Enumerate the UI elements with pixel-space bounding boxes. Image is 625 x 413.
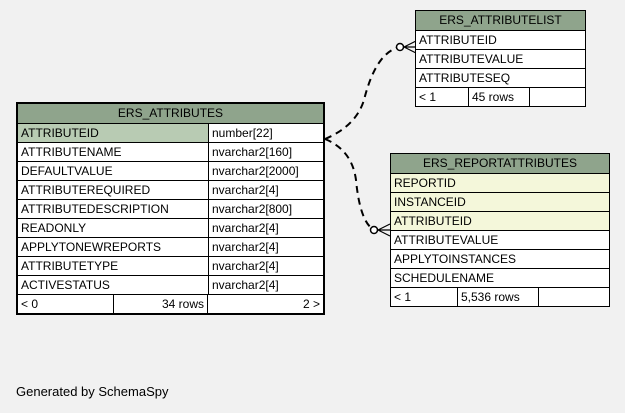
column-name: SCHEDULENAME — [391, 269, 609, 287]
table-title[interactable]: ERS_REPORTATTRIBUTES — [391, 154, 609, 173]
column-type: number[22] — [209, 124, 323, 142]
table-ers-attributes[interactable]: ERS_ATTRIBUTES ATTRIBUTEID number[22] AT… — [16, 102, 325, 315]
column-name: ATTRIBUTESEQ — [416, 69, 585, 87]
children-count — [539, 288, 609, 306]
row-count: 34 rows — [114, 295, 207, 313]
column-name: ATTRIBUTEID — [416, 31, 585, 49]
parents-count[interactable]: < 0 — [18, 295, 113, 313]
optional-marker-reportattributes — [369, 225, 379, 235]
crowfoot-attributelist — [403, 40, 417, 54]
children-count[interactable]: 2 > — [208, 295, 323, 313]
children-count — [530, 88, 585, 106]
column-name: ATTRIBUTETYPE — [18, 257, 208, 275]
column-name: DEFAULTVALUE — [18, 162, 208, 180]
column-type: nvarchar2[2000] — [209, 162, 323, 180]
column-name: ATTRIBUTEID — [391, 212, 609, 230]
relationship-attributes-to-attributelist — [324, 46, 401, 140]
column-name: INSTANCEID — [391, 193, 609, 211]
parents-count[interactable]: < 1 — [391, 288, 457, 306]
table-ers-reportattributes[interactable]: ERS_REPORTATTRIBUTES REPORTID INSTANCEID… — [390, 153, 610, 307]
column-type: nvarchar2[4] — [209, 238, 323, 256]
row-count: 5,536 rows — [458, 288, 538, 306]
column-name: APPLYTONEWREPORTS — [18, 238, 208, 256]
column-name: ATTRIBUTEDESCRIPTION — [18, 200, 208, 218]
column-name: APPLYTOINSTANCES — [391, 250, 609, 268]
crowfoot-reportattributes — [377, 223, 391, 237]
column-name: REPORTID — [391, 174, 609, 192]
column-name: READONLY — [18, 219, 208, 237]
table-title[interactable]: ERS_ATTRIBUTELIST — [416, 11, 585, 30]
table-ers-attributelist[interactable]: ERS_ATTRIBUTELIST ATTRIBUTEID ATTRIBUTEV… — [415, 10, 586, 107]
column-name: ATTRIBUTEREQUIRED — [18, 181, 208, 199]
table-title[interactable]: ERS_ATTRIBUTES — [18, 104, 323, 123]
column-name: ATTRIBUTENAME — [18, 143, 208, 161]
relationship-attributes-to-reportattributes — [324, 138, 375, 231]
row-count: 45 rows — [469, 88, 529, 106]
generated-by-label: Generated by SchemaSpy — [16, 384, 169, 399]
column-name: ACTIVESTATUS — [18, 276, 208, 294]
column-type: nvarchar2[4] — [209, 219, 323, 237]
column-type: nvarchar2[4] — [209, 257, 323, 275]
column-type: nvarchar2[4] — [209, 181, 323, 199]
column-type: nvarchar2[800] — [209, 200, 323, 218]
column-name: ATTRIBUTEVALUE — [391, 231, 609, 249]
column-name: ATTRIBUTEVALUE — [416, 50, 585, 68]
column-type: nvarchar2[4] — [209, 276, 323, 294]
parents-count[interactable]: < 1 — [416, 88, 468, 106]
column-type: nvarchar2[160] — [209, 143, 323, 161]
optional-marker-attributelist — [395, 42, 405, 52]
column-name: ATTRIBUTEID — [18, 124, 208, 142]
